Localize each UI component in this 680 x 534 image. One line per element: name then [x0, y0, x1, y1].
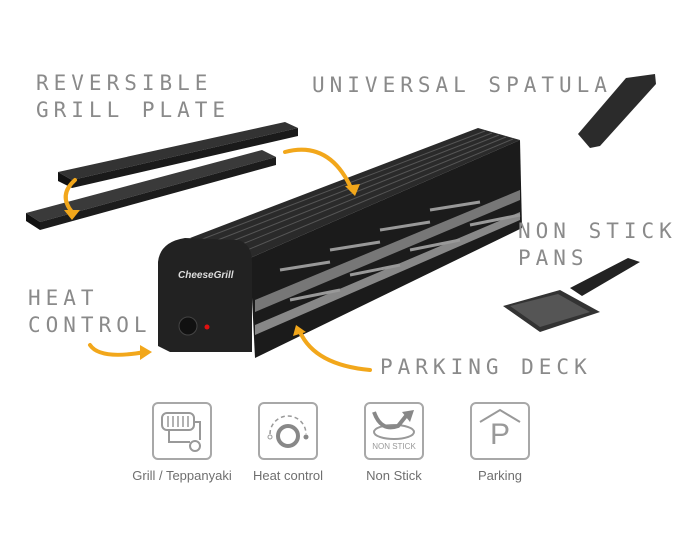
power-indicator-light [204, 324, 210, 330]
feature-label: Heat control [252, 468, 324, 483]
callout-line: Non Stick [518, 219, 677, 243]
parking-arrow-icon [298, 330, 372, 372]
product-illustration: CheeseGrill [26, 74, 656, 372]
feature-non-stick: NON STICK Non Stick [339, 402, 449, 483]
reversible-grill-plate [26, 122, 298, 230]
callout-non-stick-pans: Non StickPans [518, 218, 677, 272]
callout-line: Grill Plate [36, 98, 231, 122]
spatula-image [578, 74, 656, 148]
callout-universal-spatula: Universal Spatula [312, 73, 612, 97]
parking-icon: P [470, 402, 530, 460]
icon-text: NON STICK [372, 442, 416, 451]
callout-line: Control [28, 313, 152, 337]
feature-label: Non Stick [366, 468, 422, 483]
parking-arrowhead-icon [293, 325, 306, 336]
callout-parking-deck: Parking Deck [380, 355, 592, 379]
heat-arrow-icon [88, 343, 147, 357]
brand-logo: CheeseGrill [178, 270, 234, 281]
grill-plate-arrowhead-icon [345, 184, 360, 196]
feature-grill-teppanyaki: Grill / Teppanyaki [127, 402, 237, 483]
flip-arrow-icon [63, 178, 77, 214]
feature-label: Grill / Teppanyaki [132, 468, 232, 483]
heat-arrowhead-icon [140, 345, 152, 360]
grill-teppanyaki-icon [152, 402, 212, 460]
non-stick-pan-image [503, 258, 640, 332]
grill-plate-arrow-icon [283, 147, 354, 192]
heat-control-knob [178, 316, 198, 336]
heat-dial-icon [258, 402, 318, 460]
feature-label: Parking [477, 468, 523, 483]
feature-heat-control: Heat control [233, 402, 343, 483]
callout-line: Heat [28, 286, 99, 310]
arrowheads [64, 184, 360, 360]
callout-line: Pans [518, 246, 589, 270]
flip-arrowhead-icon [64, 210, 80, 220]
feature-parking: P Parking [445, 402, 555, 483]
non-stick-pan-icon: NON STICK [364, 402, 424, 460]
callout-line: Reversible [36, 71, 213, 95]
raclette-grill: CheeseGrill [158, 128, 522, 358]
callout-arrows [63, 147, 372, 372]
callout-reversible-grill-plate: ReversibleGrill Plate [36, 70, 230, 124]
callout-heat-control: HeatControl [28, 285, 152, 339]
icon-text: P [489, 418, 510, 451]
